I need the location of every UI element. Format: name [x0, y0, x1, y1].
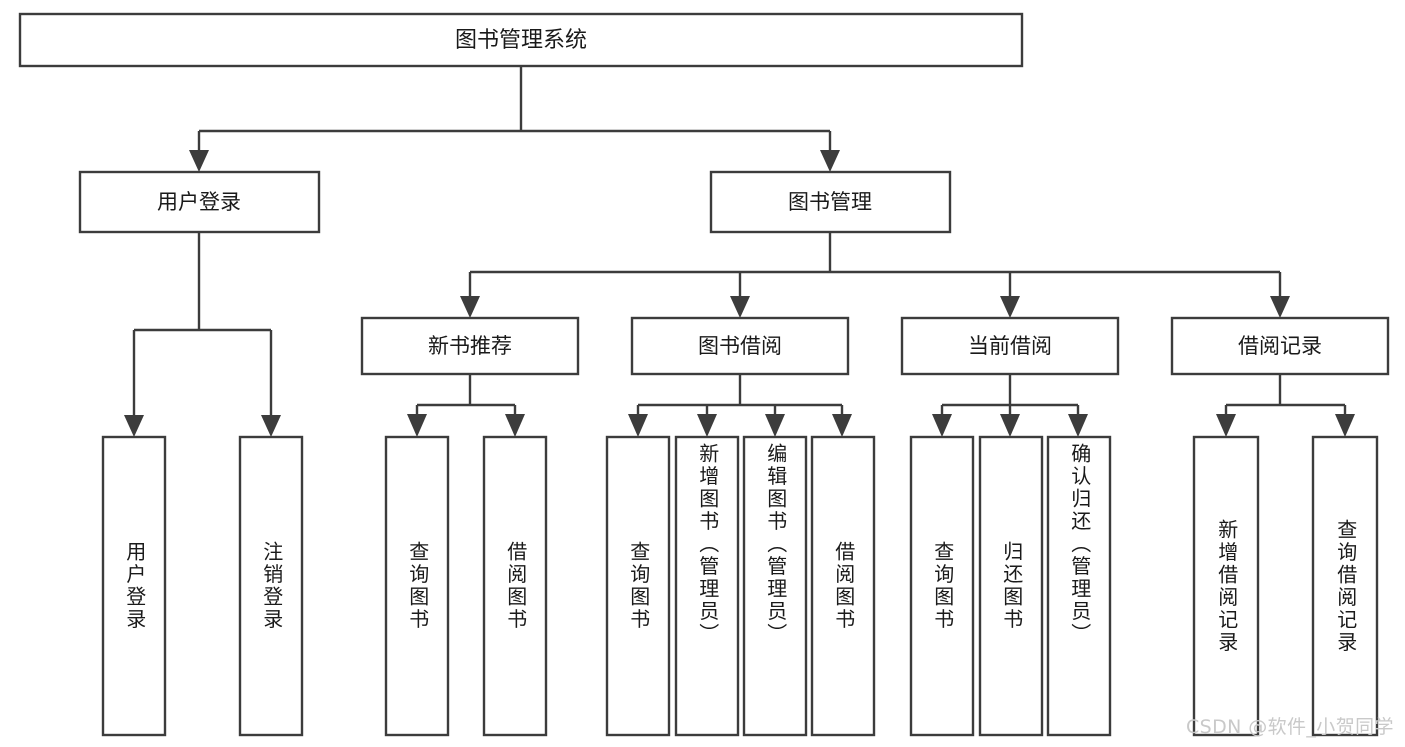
- leaf-current-borrow-2-box: [978, 435, 1044, 737]
- leaf-borrow-record-2[interactable]: 查询借阅记录: [1311, 435, 1379, 737]
- arrow-to-borrow-leaf-1: [628, 414, 648, 437]
- leaf-user-login-1-text: 用户登录: [122, 541, 147, 631]
- leaf-borrow-record-1-box: [1192, 435, 1260, 737]
- leaf-new-book-1-text: 查询图书: [405, 541, 430, 631]
- leaf-borrow-record-2-text: 查询借阅记录: [1333, 518, 1358, 654]
- leaf-borrow-record-1-text: 新增借阅记录: [1214, 518, 1239, 654]
- leaf-label: 确认归还（管理员）: [1067, 443, 1092, 646]
- leaf-label: 查询图书: [626, 541, 651, 631]
- node-current-borrow-label: 当前借阅: [968, 334, 1052, 358]
- node-book-borrow-label: 图书借阅: [698, 334, 782, 358]
- connector-layer: [124, 66, 1355, 437]
- node-root-label: 图书管理系统: [455, 28, 587, 53]
- leaf-book-borrow-1-box: [605, 435, 671, 737]
- node-user-login[interactable]: 用户登录: [78, 170, 321, 234]
- arrow-to-current-leaf-2: [1000, 414, 1020, 437]
- arrow-to-record-leaf-2: [1335, 414, 1355, 437]
- leaf-book-borrow-4-box: [810, 435, 876, 737]
- node-book-manage-label: 图书管理: [788, 190, 872, 214]
- leaf-new-book-1[interactable]: 查询图书: [384, 435, 450, 737]
- leaf-current-borrow-3-box: [1046, 435, 1112, 737]
- arrow-to-borrow-leaf-3: [765, 414, 785, 437]
- leaf-book-borrow-3-text: 编辑图书（管理员）: [763, 443, 788, 646]
- leaf-new-book-2-text: 借阅图书: [503, 541, 528, 631]
- node-root-box: [18, 12, 1024, 68]
- leaf-user-login-2-text: 注销登录: [259, 541, 284, 631]
- leaf-borrow-record-2-box: [1311, 435, 1379, 737]
- leaf-book-borrow-4[interactable]: 借阅图书: [810, 435, 876, 737]
- arrow-to-user-login-leaf: [124, 415, 144, 437]
- leaf-book-borrow-2-text: 新增图书（管理员）: [695, 443, 720, 646]
- leaf-current-borrow-3-text: 确认归还（管理员）: [1067, 443, 1092, 646]
- leaf-new-book-2-box: [482, 435, 548, 737]
- arrow-to-book-manage: [820, 150, 840, 172]
- leaf-current-borrow-1-text: 查询图书: [930, 541, 955, 631]
- leaf-book-borrow-2-box: [674, 435, 740, 737]
- leaf-label: 新增图书（管理员）: [695, 443, 720, 646]
- leaf-new-book-1-box: [384, 435, 450, 737]
- leaf-borrow-record-1[interactable]: 新增借阅记录: [1192, 435, 1260, 737]
- node-new-book-recommend-box: [360, 316, 580, 376]
- leaf-label: 编辑图书（管理员）: [763, 443, 788, 646]
- leaf-book-borrow-4-text: 借阅图书: [831, 541, 856, 631]
- node-user-login-label: 用户登录: [157, 190, 241, 214]
- node-new-book-recommend[interactable]: 新书推荐: [360, 316, 580, 376]
- node-book-borrow[interactable]: 图书借阅: [630, 316, 850, 376]
- arrow-to-new-book: [460, 296, 480, 318]
- leaf-label: 用户登录: [122, 541, 147, 631]
- leaf-user-login-2-box: [238, 435, 304, 737]
- leaf-current-borrow-1[interactable]: 查询图书: [909, 435, 975, 737]
- arrow-to-logout-leaf: [261, 415, 281, 437]
- node-user-login-box: [78, 170, 321, 234]
- leaf-user-login-1[interactable]: 用户登录: [101, 435, 167, 737]
- node-book-manage-box: [709, 170, 952, 234]
- arrow-to-current-borrow: [1000, 296, 1020, 318]
- node-new-book-recommend-label: 新书推荐: [428, 334, 512, 358]
- arrow-to-newbook-leaf-2: [505, 414, 525, 437]
- leaf-current-borrow-1-box: [909, 435, 975, 737]
- arrow-to-borrow-record: [1270, 296, 1290, 318]
- arrow-to-current-leaf-3: [1068, 414, 1088, 437]
- leaf-book-borrow-1-text: 查询图书: [626, 541, 651, 631]
- arrow-to-record-leaf-1: [1216, 414, 1236, 437]
- leaf-new-book-2[interactable]: 借阅图书: [482, 435, 548, 737]
- leaf-current-borrow-3[interactable]: 确认归还（管理员）: [1046, 435, 1112, 737]
- leaf-label: 注销登录: [259, 541, 284, 631]
- node-borrow-record-label: 借阅记录: [1238, 334, 1322, 358]
- node-book-borrow-box: [630, 316, 850, 376]
- node-borrow-record[interactable]: 借阅记录: [1170, 316, 1390, 376]
- node-borrow-record-box: [1170, 316, 1390, 376]
- node-root-system[interactable]: 图书管理系统: [18, 12, 1024, 68]
- node-current-borrow-box: [900, 316, 1120, 376]
- leaf-label: 查询图书: [405, 541, 430, 631]
- leaf-book-borrow-1[interactable]: 查询图书: [605, 435, 671, 737]
- leaf-label: 借阅图书: [831, 541, 856, 631]
- leaf-label: 借阅图书: [503, 541, 528, 631]
- leaf-label: 新增借阅记录: [1214, 518, 1239, 654]
- arrow-to-newbook-leaf-1: [407, 414, 427, 437]
- node-book-manage[interactable]: 图书管理: [709, 170, 952, 234]
- leaf-book-borrow-2[interactable]: 新增图书（管理员）: [674, 435, 740, 737]
- leaf-label: 查询图书: [930, 541, 955, 631]
- leaf-book-borrow-3-box: [742, 435, 808, 737]
- leaf-label: 归还图书: [999, 541, 1024, 631]
- leaf-current-borrow-2[interactable]: 归还图书: [978, 435, 1044, 737]
- arrow-to-borrow-leaf-4: [832, 414, 852, 437]
- arrow-to-current-leaf-1: [932, 414, 952, 437]
- leaf-book-borrow-3[interactable]: 编辑图书（管理员）: [742, 435, 808, 737]
- leaf-current-borrow-2-text: 归还图书: [999, 541, 1024, 631]
- arrow-to-borrow-leaf-2: [697, 414, 717, 437]
- leaf-user-login-2[interactable]: 注销登录: [238, 435, 304, 737]
- arrow-to-user-login: [189, 150, 209, 172]
- arrow-to-book-borrow: [730, 296, 750, 318]
- leaf-user-login-1-box: [101, 435, 167, 737]
- leaf-label: 查询借阅记录: [1333, 518, 1358, 654]
- node-current-borrow[interactable]: 当前借阅: [900, 316, 1120, 376]
